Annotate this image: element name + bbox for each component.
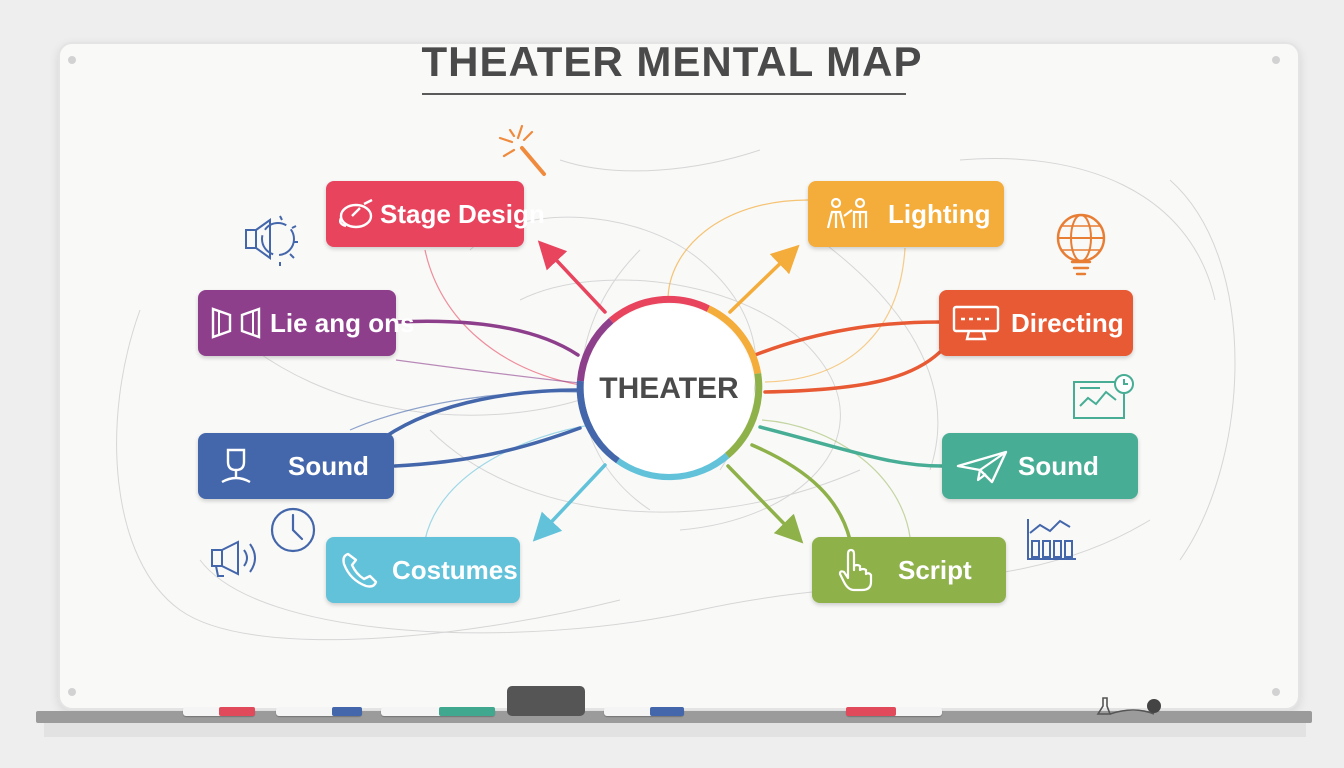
microphone-icon	[221, 448, 251, 484]
node-label: Sound	[1018, 450, 1099, 481]
marker[interactable]	[846, 707, 942, 716]
phone-icon	[342, 552, 378, 588]
title-underline	[422, 93, 906, 95]
clock-icon	[270, 507, 316, 553]
marker[interactable]	[276, 707, 362, 716]
marker-cap	[332, 707, 362, 716]
magic-wand-icon	[498, 124, 546, 176]
marker-cap	[846, 707, 896, 716]
node-label: Sound	[288, 450, 369, 481]
marker-cap	[650, 707, 684, 716]
marker-cap	[439, 707, 495, 716]
node-lighting[interactable]: Lighting	[808, 181, 1004, 247]
node-costumes[interactable]: Costumes	[326, 537, 520, 603]
paper-plane-icon	[956, 450, 1008, 484]
tray-shadow	[44, 723, 1306, 737]
marker[interactable]	[604, 707, 684, 716]
eraser[interactable]	[507, 686, 585, 716]
node-directing[interactable]: Directing	[939, 290, 1133, 356]
node-label: Lighting	[888, 198, 991, 229]
board-pin	[1272, 56, 1280, 64]
marker[interactable]	[381, 707, 495, 716]
marker-cap	[219, 707, 255, 716]
node-sound-left[interactable]: Sound	[198, 433, 394, 499]
node-label: Lie ang ons	[270, 307, 415, 338]
curtains-icon	[211, 307, 261, 339]
bar-chart-icon	[1027, 519, 1076, 560]
marker[interactable]	[183, 707, 255, 716]
node-label: Stage Design	[380, 198, 545, 229]
actors-icon	[826, 197, 868, 229]
pointer-hand-icon	[838, 548, 873, 592]
node-sound-right[interactable]: Sound	[942, 433, 1138, 499]
node-label: Directing	[1011, 307, 1124, 338]
analytics-icon	[1073, 374, 1134, 419]
board-pin	[68, 56, 76, 64]
node-stage-design[interactable]: Stage Design	[326, 181, 545, 247]
magnet-holder-icon	[1096, 697, 1161, 715]
board-pin	[1272, 688, 1280, 696]
node-script[interactable]: Script	[812, 537, 1006, 603]
center-ring	[576, 295, 763, 481]
node-label: Script	[898, 554, 972, 585]
map-title: THEATER MENTAL MAP	[421, 38, 923, 85]
board-pin	[68, 688, 76, 696]
megaphone-icon	[211, 540, 256, 577]
node-label: Costumes	[392, 554, 518, 585]
speaker-icon	[245, 215, 298, 266]
stage-icon	[338, 198, 373, 229]
monitor-icon	[952, 305, 1000, 341]
center-node: THEATER	[599, 372, 739, 405]
globe-bulb-icon	[1056, 213, 1106, 276]
node-lie-ang-ons[interactable]: Lie ang ons	[198, 290, 414, 356]
